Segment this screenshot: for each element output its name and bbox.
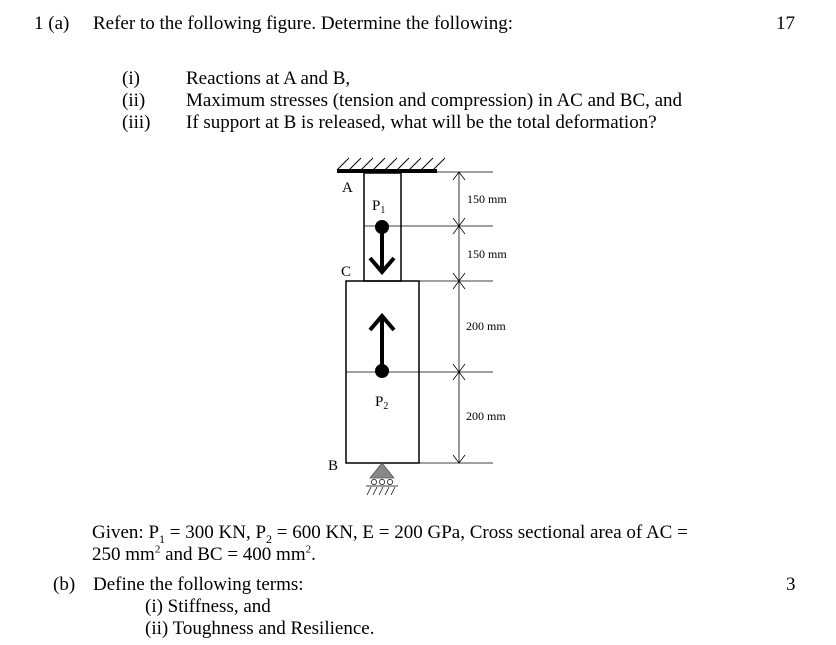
question-number: 1 (a) (34, 13, 70, 34)
item-number-i: (i) (122, 68, 140, 89)
item-text-i: Reactions at A and B, (186, 68, 351, 89)
dimension-line (452, 171, 466, 464)
item-number-iii: (iii) (122, 112, 151, 133)
part-b-item-2: (ii) Toughness and Resilience. (145, 618, 375, 639)
part-b-label: (b) (53, 574, 76, 595)
point-label-a: A (342, 180, 353, 196)
point-label-b: B (328, 458, 338, 474)
dimension-label: 200 mm (466, 409, 506, 423)
part-b-item-1: (i) Stiffness, and (145, 596, 271, 617)
fixed-support-a (336, 157, 446, 171)
item-text-ii: Maximum stresses (tension and compressio… (186, 90, 683, 111)
dimension-label: 150 mm (467, 247, 507, 261)
load-p2-arrow (368, 312, 396, 378)
load-p1-arrow (368, 220, 396, 276)
item-text-iii: If support at B is released, what will b… (186, 112, 657, 133)
load-label-p1: P1 (372, 198, 385, 216)
load-label-p2: P2 (375, 394, 388, 412)
item-number-ii: (ii) (122, 90, 146, 111)
part-b-prompt: Define the following terms: (93, 574, 304, 595)
given-line-2: 250 mm2 and BC = 400 mm2. (92, 543, 316, 565)
point-label-c: C (341, 264, 351, 280)
question-prompt: Refer to the following figure. Determine… (93, 13, 513, 34)
dimension-label: 200 mm (466, 319, 506, 333)
part-b-marks: 3 (786, 574, 796, 595)
given-line-1: Given: P1 = 300 KN, P2 = 600 KN, E = 200… (92, 522, 688, 546)
extension-lines (346, 171, 493, 464)
support-plate (337, 169, 437, 173)
pin-support-b (366, 462, 398, 496)
dimension-label: 150 mm (467, 192, 507, 206)
question-marks: 17 (776, 13, 795, 34)
